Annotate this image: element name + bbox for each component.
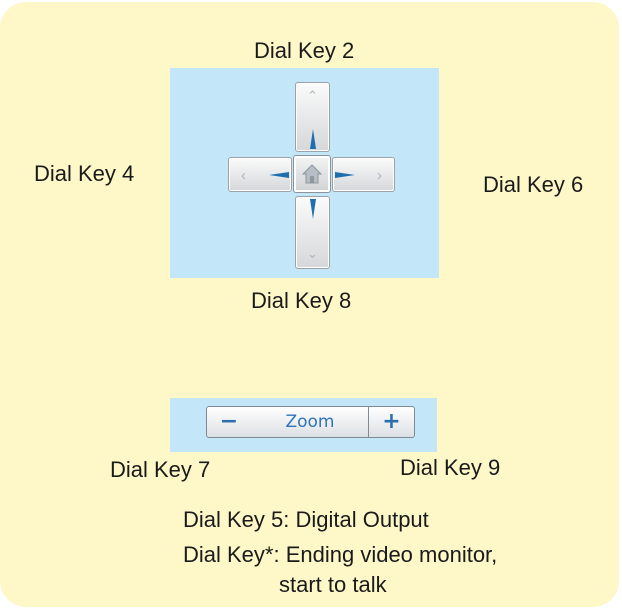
zoom-out-button[interactable]: −: [206, 406, 252, 438]
zoom-label: Zoom: [285, 412, 335, 432]
label-dial-key-8: Dial Key 8: [251, 288, 352, 313]
label-dial-key-5: Dial Key 5: Digital Output: [183, 507, 429, 532]
arrow-down-indicator: [310, 199, 316, 219]
chevron-down-icon: ⌄: [307, 246, 318, 261]
home-icon: [301, 164, 323, 184]
pan-up-button[interactable]: ⌃: [295, 82, 330, 152]
zoom-label-box: Zoom: [251, 406, 369, 438]
pan-down-button[interactable]: ⌄: [295, 196, 330, 269]
arrow-up-indicator: [310, 129, 316, 149]
label-dial-key-4: Dial Key 4: [34, 161, 135, 186]
label-dial-key-star-line2: start to talk: [279, 572, 387, 597]
label-dial-key-9: Dial Key 9: [400, 455, 501, 480]
zoom-in-button[interactable]: +: [368, 406, 415, 438]
chevron-right-icon: ›: [377, 167, 382, 184]
home-button[interactable]: [293, 155, 331, 193]
plus-icon: +: [382, 409, 401, 434]
label-dial-key-7: Dial Key 7: [110, 457, 211, 482]
label-dial-key-2: Dial Key 2: [254, 38, 355, 63]
arrow-right-indicator: [335, 172, 355, 178]
minus-icon: −: [219, 409, 239, 434]
arrow-left-indicator: [269, 172, 289, 178]
pan-left-button[interactable]: ‹: [228, 157, 292, 192]
label-dial-key-6: Dial Key 6: [483, 172, 584, 197]
chevron-up-icon: ⌃: [307, 88, 318, 103]
label-dial-key-star-line1: Dial Key*: Ending video monitor,: [183, 542, 498, 567]
chevron-left-icon: ‹: [241, 167, 246, 184]
pan-right-button[interactable]: ›: [332, 157, 395, 192]
